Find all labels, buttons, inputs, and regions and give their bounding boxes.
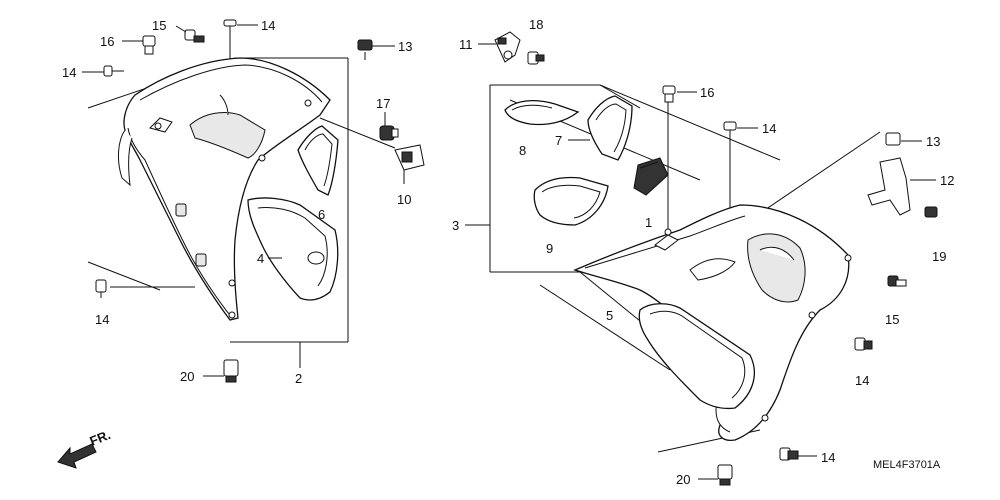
grommet-17: [379, 125, 399, 141]
callout-6: 6: [318, 207, 325, 222]
bolt-18: [527, 51, 545, 65]
callout-11: 11: [459, 37, 473, 52]
callout-12: 12: [940, 173, 954, 188]
bolt-16-left: [142, 35, 156, 55]
callout-2: 2: [295, 371, 302, 386]
callout-16-right: 16: [700, 85, 714, 100]
callout-14-right-top: 14: [762, 121, 776, 136]
callout-19: 19: [932, 249, 946, 264]
callout-14-lower-left: 14: [95, 312, 109, 327]
callout-15-right: 15: [885, 312, 899, 327]
screw-14-top: [223, 19, 237, 38]
callout-14-left: 14: [62, 65, 76, 80]
callout-14-right-bottom: 14: [821, 450, 835, 465]
screw-14-left: [103, 65, 124, 77]
screw-14-right-top: [723, 121, 737, 138]
bracket-10: [394, 144, 425, 184]
callout-3: 3: [452, 218, 459, 233]
screw-14-lower-left: [95, 279, 107, 298]
clip-15: [184, 29, 205, 43]
callout-8: 8: [519, 143, 526, 158]
bracket-11: [494, 31, 521, 63]
callout-7: 7: [555, 133, 562, 148]
callout-4: 4: [257, 251, 264, 266]
callout-13-right: 13: [926, 134, 940, 149]
nut-13-left: [357, 39, 373, 51]
callout-16-left: 16: [100, 34, 114, 49]
bracket-12: [867, 157, 938, 218]
callout-9: 9: [546, 241, 553, 256]
bolt-20-right: [717, 464, 733, 486]
callout-17: 17: [376, 96, 390, 111]
screw-14-right-mid: [854, 337, 873, 351]
callout-14-right-mid: 14: [855, 373, 869, 388]
drawing-code: MEL4F3701A: [873, 459, 941, 471]
nut-13-right: [885, 132, 901, 146]
clip-15-right: [887, 275, 907, 287]
callout-10: 10: [397, 192, 411, 207]
right-middle-cowl-assembly: [465, 31, 938, 486]
screw-14-right-bottom: [779, 447, 799, 461]
bolt-20-left: [223, 359, 239, 383]
seal-piece-1: [633, 157, 669, 196]
bolt-16-right: [662, 85, 676, 103]
left-middle-cowl: [123, 57, 331, 321]
callout-18: 18: [529, 17, 543, 32]
callout-14-top: 14: [261, 18, 275, 33]
front-direction-arrow: FR.: [57, 427, 113, 469]
callout-20-left: 20: [180, 369, 194, 384]
callout-15-left: 15: [152, 18, 166, 33]
callout-20-right: 20: [676, 472, 690, 487]
callout-13-left: 13: [398, 39, 412, 54]
direction-label: FR.: [88, 427, 113, 449]
callout-5: 5: [606, 308, 613, 323]
left-middle-cowl-assembly: [82, 19, 425, 383]
duct-piece-8: [504, 99, 580, 126]
callout-1: 1: [645, 215, 652, 230]
